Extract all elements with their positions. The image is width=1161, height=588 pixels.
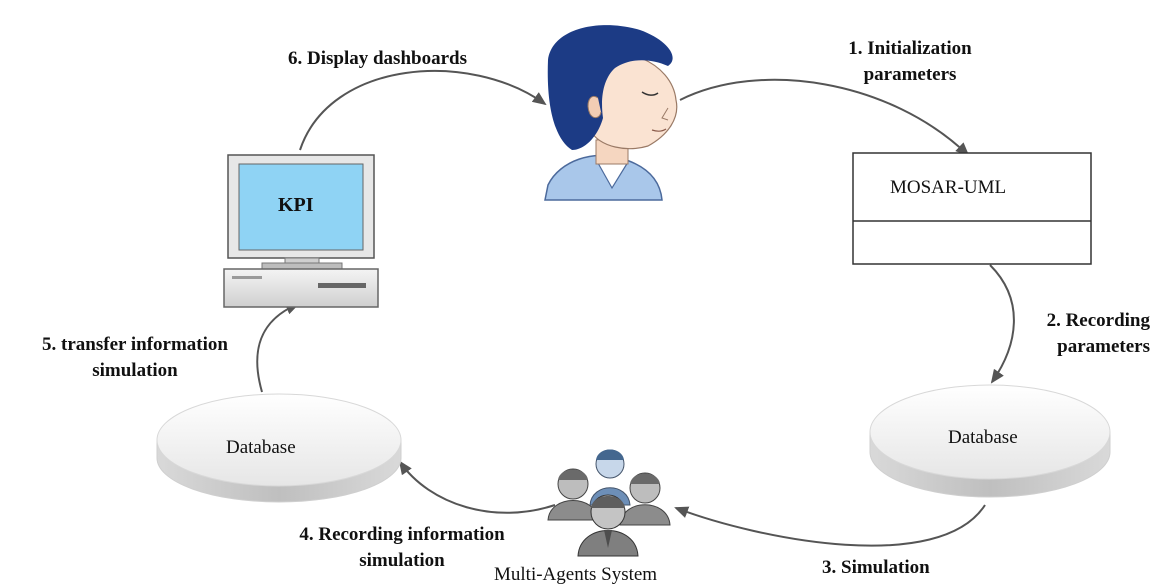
step6-label: 6. Display dashboards: [288, 48, 467, 69]
arrow-display-dashboards: [299, 70, 547, 151]
mosar-uml-label: MOSAR-UML: [890, 177, 1007, 198]
arrow-recording-information: [398, 460, 556, 514]
arrow-simulation: [674, 504, 986, 547]
step5-label: 5. transfer information simulation: [4, 332, 266, 384]
arrows: [256, 70, 1015, 547]
step2-line1: 2. Recording: [1046, 310, 1150, 331]
step1-label: 1. Initialization parameters: [810, 36, 1010, 88]
step2-line2: parameters: [1057, 336, 1150, 357]
step3-label: 3. Simulation: [822, 557, 930, 578]
step5-line2: simulation: [92, 360, 178, 381]
database-right-label: Database: [948, 427, 1018, 448]
kpi-label: KPI: [278, 194, 314, 216]
database-left-label: Database: [226, 437, 296, 458]
multi-agents-label: Multi-Agents System: [494, 564, 658, 585]
database-right-shape: [869, 384, 1111, 498]
mosar-uml-box: [852, 152, 1092, 265]
person-icon: [544, 25, 678, 201]
step1-line2: parameters: [863, 64, 957, 85]
step1-line1: 1. Initialization: [848, 38, 972, 59]
step4-line1: 4. Recording information: [299, 524, 505, 545]
step5-line1: 5. transfer information: [42, 334, 228, 355]
step2-label: 2. Recording parameters: [1000, 308, 1150, 360]
people-group-icon: [547, 449, 671, 557]
database-left-shape: [156, 393, 402, 503]
arrow-initialization: [679, 78, 970, 157]
arrow-recording-parameters: [989, 264, 1015, 384]
arrow-transfer-information: [256, 303, 300, 393]
step4-label: 4. Recording information simulation: [252, 522, 552, 574]
computer-icon: [223, 154, 379, 308]
step4-line2: simulation: [359, 550, 445, 571]
